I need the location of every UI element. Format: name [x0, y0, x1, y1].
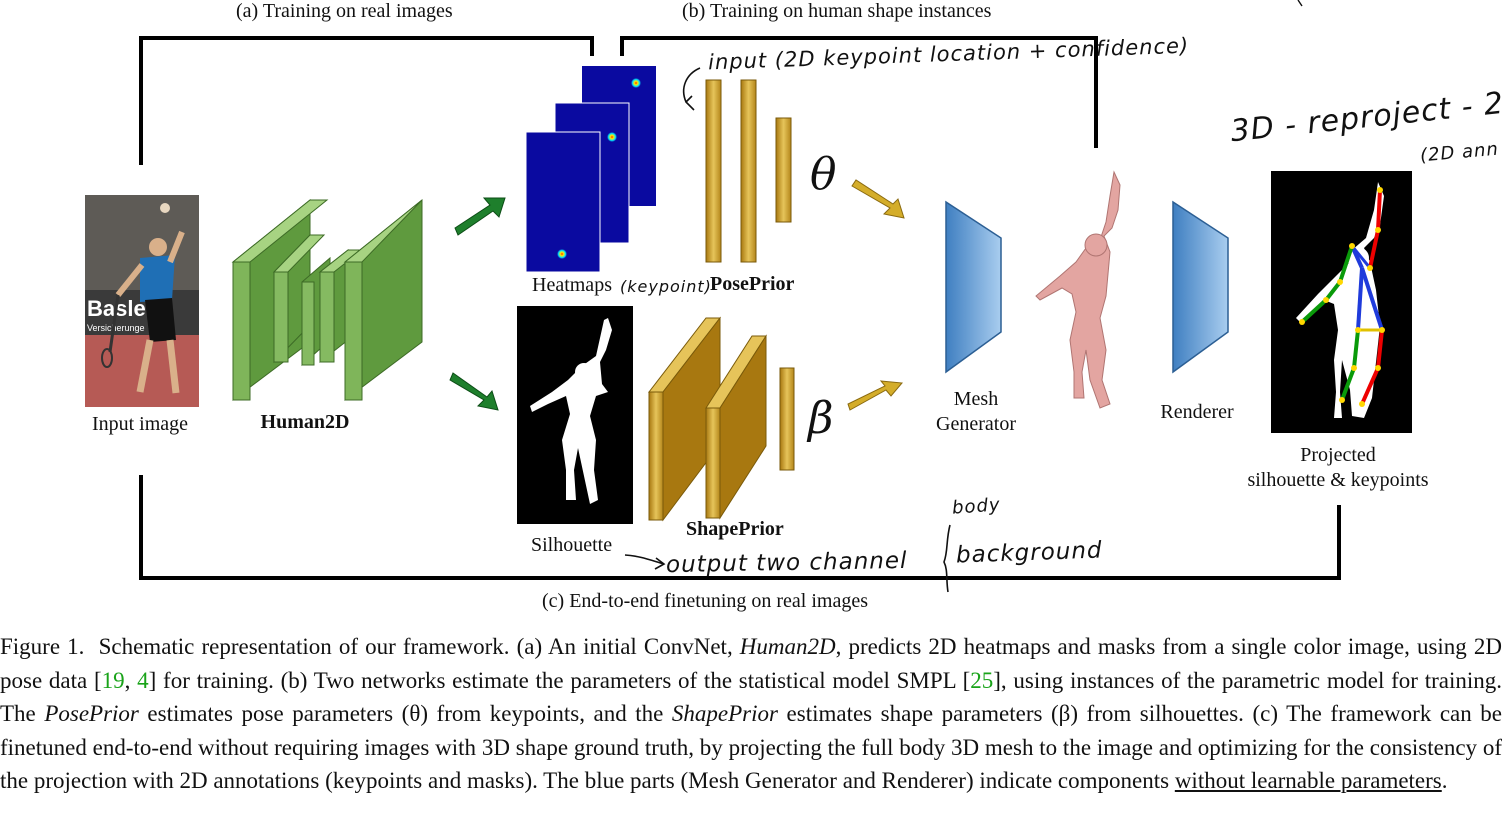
arrow-theta: [851, 179, 905, 219]
label-input-image: Input image: [91, 413, 189, 435]
hand-brace: [943, 524, 951, 593]
arrow-to-silhouette: [449, 372, 499, 411]
label-section-a: (a) Training on real images: [236, 0, 453, 22]
input-image: Basle Versicherunge: [85, 195, 199, 407]
label-section-c: (c) End-to-end finetuning on real images: [542, 590, 868, 612]
label-projected-line2: silhouette & keypoints: [1247, 469, 1429, 491]
mesh-generator-block: [945, 200, 1002, 374]
caption-poseprior: PosePrior: [44, 701, 139, 726]
mesh-body: [1035, 170, 1121, 409]
caption-text-2: , predicts 2D heatmaps and masks from a …: [0, 634, 1502, 693]
hand-note-keypoint: (keypoint): [620, 277, 712, 296]
bracket-c: [139, 475, 1341, 580]
label-silhouette: Silhouette: [531, 534, 613, 556]
citation-link[interactable]: 25: [970, 667, 994, 693]
caption-figure-label: Figure 1.: [0, 634, 85, 659]
framework-diagram: Basle Versicherunge: [85, 0, 1412, 593]
caption-text-1: Schematic representation of our framewor…: [98, 634, 733, 659]
hand-dash: [1297, 0, 1303, 7]
caption-underlined: without learnable parameters: [1174, 768, 1442, 793]
caption-text-3: ] for training. (b) Two networks estimat…: [148, 667, 971, 693]
hand-note-background: background: [955, 537, 1103, 569]
human2d-network: [231, 198, 423, 402]
arrow-to-heatmaps: [454, 197, 506, 236]
hand-arrow-input: [682, 67, 701, 111]
bracket-b: [620, 36, 1098, 148]
citation-link[interactable]: 19: [101, 667, 125, 693]
label-section-b: (b) Training on human shape instances: [682, 0, 992, 22]
citation-separator: ,: [124, 667, 138, 693]
caption-end: .: [1441, 768, 1448, 793]
label-poseprior: PosePrior: [710, 273, 795, 295]
shapeprior-network: [647, 316, 795, 522]
caption-text-6: estimates shape parameters (β) from silh…: [0, 701, 1502, 793]
caption-text-5: estimates pose parameters (θ) from keypo…: [147, 701, 664, 726]
figure-caption: Figure 1. Schematic representation of ou…: [0, 630, 1502, 798]
caption-shapeprior: ShapePrior: [671, 701, 778, 726]
projected-image: [1271, 171, 1412, 433]
svg-text:Versicherunge: Versicherunge: [87, 323, 145, 333]
silhouette-image: [517, 306, 633, 524]
label-human2d: Human2D: [260, 411, 350, 433]
caption-human2d: Human2D: [739, 634, 836, 659]
label-mesh-generator-line2: Generator: [936, 413, 1016, 435]
arrow-beta: [847, 380, 903, 411]
label-mesh-generator-line1: Mesh: [953, 388, 999, 410]
label-heatmaps: Heatmaps: [532, 274, 612, 296]
hand-note-output: output two channel: [665, 547, 908, 579]
label-projected-line1: Projected: [1300, 444, 1376, 466]
heatmaps: [525, 66, 656, 273]
hand-note-body: body: [951, 494, 1002, 519]
label-renderer: Renderer: [1160, 401, 1234, 423]
symbol-beta: β: [808, 393, 834, 444]
citation-link[interactable]: 4: [137, 667, 149, 693]
bracket-a: [139, 36, 594, 165]
hand-arrow-output: [624, 554, 666, 570]
poseprior-network: [705, 79, 792, 263]
renderer-block: [1172, 200, 1229, 374]
symbol-theta: θ: [810, 149, 837, 200]
caption-text-4: ], using instances of the parametric mod…: [0, 667, 1502, 727]
label-shapeprior: ShapePrior: [686, 518, 784, 540]
